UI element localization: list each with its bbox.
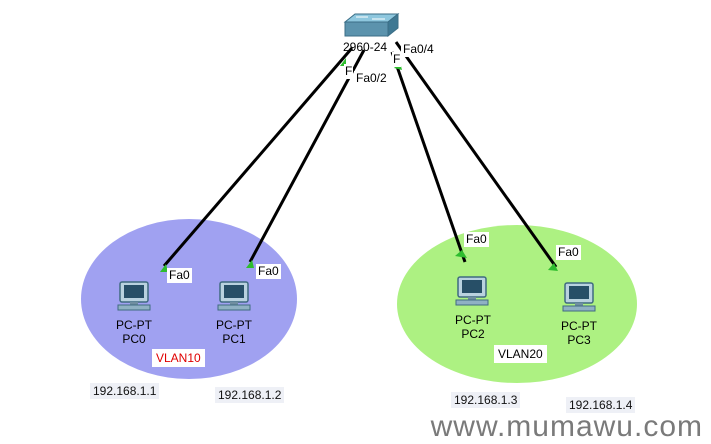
pc0-ip-note: 192.168.1.1: [90, 383, 160, 399]
pc2-label: PC-PT PC2: [443, 313, 503, 341]
vlan20-label: VLAN20: [494, 345, 547, 363]
pc0-name: PC0: [122, 332, 146, 346]
switch-port-fa02-label: Fa0/2: [354, 71, 389, 86]
link-pc1[interactable]: [248, 49, 366, 263]
link-pc2[interactable]: [390, 51, 467, 263]
pc0-label: PC-PT PC0: [104, 318, 164, 346]
pc3-port-label: Fa0: [556, 245, 581, 260]
pc0-port-label: Fa0: [167, 268, 192, 283]
pc1-ip-note: 192.168.1.2: [215, 387, 285, 403]
pc1-label: PC-PT PC1: [204, 318, 264, 346]
switch-port-f-right-label: F: [392, 52, 402, 67]
pc1-type: PC-PT: [216, 318, 252, 332]
pc1-icon[interactable]: [217, 281, 251, 311]
watermark-text: www.mumawu.com: [430, 410, 703, 443]
pc3-type: PC-PT: [561, 319, 597, 333]
pc3-label: PC-PT PC3: [549, 319, 609, 347]
vlan20-area[interactable]: [397, 225, 637, 383]
switch-port-f-left-label: F: [344, 64, 354, 79]
link-up-icon: [548, 263, 558, 271]
pc3-name: PC3: [567, 333, 591, 347]
vlan10-label: VLAN10: [152, 349, 205, 367]
link-pc0[interactable]: [162, 47, 354, 267]
links: [162, 41, 558, 268]
switch-port-fa04-label: Fa0/4: [401, 42, 436, 57]
link-up-icon: [246, 260, 254, 268]
pc2-type: PC-PT: [455, 313, 491, 327]
pc2-port-label: Fa0: [464, 232, 489, 247]
vlan10-area[interactable]: [81, 219, 297, 379]
pc3-ip-note: 192.168.1.4: [566, 397, 636, 413]
link-up-icon: [160, 264, 168, 272]
pc1-name: PC1: [222, 332, 246, 346]
pc2-icon[interactable]: [455, 276, 489, 306]
pc2-name: PC2: [461, 327, 485, 341]
link-pc3[interactable]: [394, 41, 558, 268]
switch-model-label: 2960-24: [343, 40, 388, 54]
switch-icon[interactable]: [343, 12, 400, 38]
link-up-icon: [455, 250, 467, 258]
pc2-ip-note: 192.168.1.3: [451, 392, 521, 408]
pc3-icon[interactable]: [562, 282, 596, 312]
pc1-port-label: Fa0: [256, 264, 281, 279]
pc0-icon[interactable]: [117, 281, 151, 311]
pc0-type: PC-PT: [116, 318, 152, 332]
